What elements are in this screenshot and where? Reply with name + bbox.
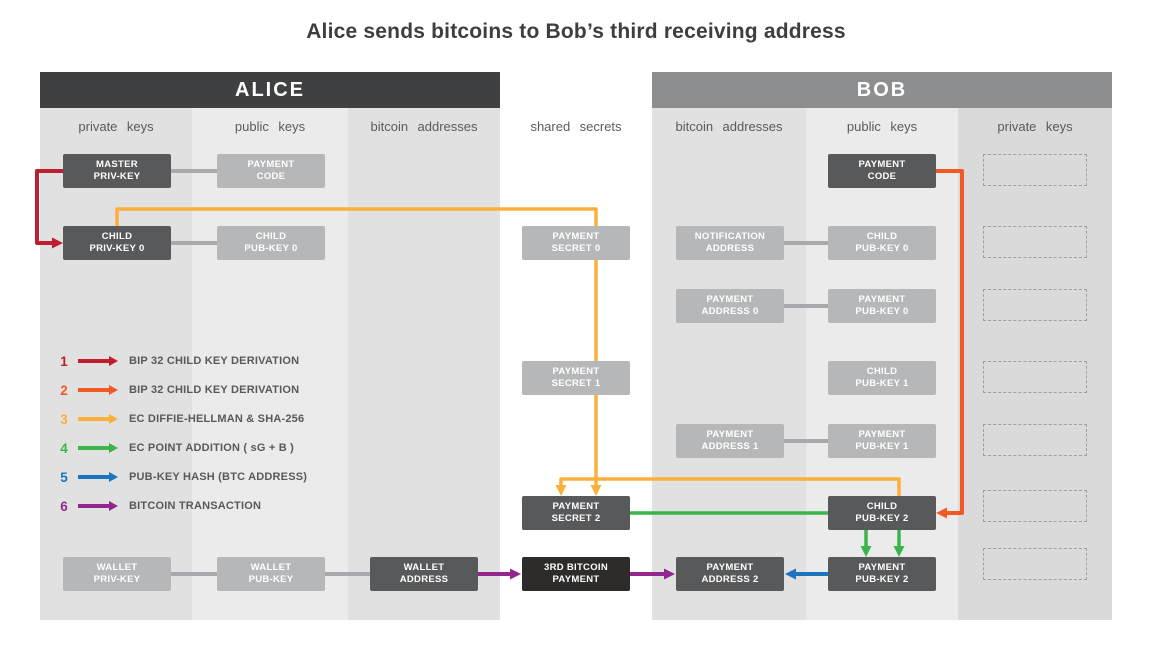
alice-child-priv-key-0-box: CHILD PRIV-KEY 0 (63, 226, 171, 260)
legend-number: 3 (60, 411, 68, 427)
legend-arrow-icon (78, 356, 118, 366)
bob-empty-priv-key-slot (983, 289, 1087, 321)
legend-number: 1 (60, 353, 68, 369)
legend-arrow-icon (78, 472, 118, 482)
bob-empty-priv-key-slot (983, 226, 1087, 258)
legend-label: EC DIFFIE-HELLMAN & SHA-256 (129, 413, 305, 425)
legend-label: BIP 32 CHILD KEY DERIVATION (129, 384, 300, 396)
bob-payment-address-1-box: PAYMENT ADDRESS 1 (676, 424, 784, 458)
legend-number: 4 (60, 440, 68, 456)
bob-empty-priv-key-slot (983, 490, 1087, 522)
alice-bitcoin-addresses-column (348, 108, 500, 620)
bob-payment-address-2-box: PAYMENT ADDRESS 2 (676, 557, 784, 591)
payment-secret-1-box: PAYMENT SECRET 1 (522, 361, 630, 395)
bob-payment-pub-key-2-box: PAYMENT PUB-KEY 2 (828, 557, 936, 591)
legend-arrow-icon (78, 414, 118, 424)
alice-payment-code-box: PAYMENT CODE (217, 154, 325, 188)
legend-item-3: 3 EC DIFFIE-HELLMAN & SHA-256 (56, 410, 307, 428)
bob-payment-address-0-box: PAYMENT ADDRESS 0 (676, 289, 784, 323)
legend-item-2: 2 BIP 32 CHILD KEY DERIVATION (56, 381, 307, 399)
bob-notification-address-box: NOTIFICATION ADDRESS (676, 226, 784, 260)
bob-payment-code-box: PAYMENT CODE (828, 154, 936, 188)
shared-secrets-label: shared secrets (530, 119, 622, 134)
bob-empty-priv-key-slot (983, 548, 1087, 580)
legend-number: 2 (60, 382, 68, 398)
legend-number: 5 (60, 469, 68, 485)
alice-public-keys-label: public keys (234, 119, 306, 134)
legend-label: BITCOIN TRANSACTION (129, 500, 262, 512)
bob-panel-header: BOB (652, 72, 1112, 108)
third-bitcoin-payment-box: 3RD BITCOIN PAYMENT (522, 557, 630, 591)
bob-bitcoin-addresses-column (652, 108, 806, 620)
legend-arrow-icon (78, 443, 118, 453)
legend-item-6: 6 BITCOIN TRANSACTION (56, 497, 307, 515)
legend-arrow-icon (78, 385, 118, 395)
legend-label: PUB-KEY HASH (BTC ADDRESS) (129, 471, 308, 483)
bob-empty-priv-key-slot (983, 154, 1087, 186)
bob-bitcoin-addresses-label: bitcoin addresses (675, 119, 783, 134)
legend-item-4: 4 EC POINT ADDITION ( sG + B ) (56, 439, 307, 457)
alice-wallet-pub-key-box: WALLET PUB-KEY (217, 557, 325, 591)
payment-secret-0-box: PAYMENT SECRET 0 (522, 226, 630, 260)
legend-arrow-icon (78, 501, 118, 511)
diagram-title: Alice sends bitcoins to Bob’s third rece… (306, 20, 846, 43)
legend-label: BIP 32 CHILD KEY DERIVATION (129, 355, 300, 367)
legend-item-5: 5 PUB-KEY HASH (BTC ADDRESS) (56, 468, 307, 486)
legend-label: EC POINT ADDITION ( sG + B ) (129, 442, 295, 454)
bob-empty-priv-key-slot (983, 361, 1087, 393)
alice-wallet-address-box: WALLET ADDRESS (370, 557, 478, 591)
bob-payment-pub-key-1-box: PAYMENT PUB-KEY 1 (828, 424, 936, 458)
alice-panel-header: ALICE (40, 72, 500, 108)
bob-payment-pub-key-0-box: PAYMENT PUB-KEY 0 (828, 289, 936, 323)
alice-child-pub-key-0-box: CHILD PUB-KEY 0 (217, 226, 325, 260)
legend-number: 6 (60, 498, 68, 514)
alice-private-keys-label: private keys (78, 119, 154, 134)
bob-child-pub-key-2-box: CHILD PUB-KEY 2 (828, 496, 936, 530)
bob-private-keys-label: private keys (997, 119, 1073, 134)
bob-child-pub-key-0-box: CHILD PUB-KEY 0 (828, 226, 936, 260)
alice-wallet-priv-key-box: WALLET PRIV-KEY (63, 557, 171, 591)
legend: 1 BIP 32 CHILD KEY DERIVATION 2 BIP 32 C… (56, 352, 307, 515)
alice-master-priv-key-box: MASTER PRIV-KEY (63, 154, 171, 188)
bob-empty-priv-key-slot (983, 424, 1087, 456)
alice-bitcoin-addresses-label: bitcoin addresses (370, 119, 478, 134)
legend-item-1: 1 BIP 32 CHILD KEY DERIVATION (56, 352, 307, 370)
payment-secret-2-box: PAYMENT SECRET 2 (522, 496, 630, 530)
bob-child-pub-key-1-box: CHILD PUB-KEY 1 (828, 361, 936, 395)
bob-public-keys-label: public keys (846, 119, 918, 134)
